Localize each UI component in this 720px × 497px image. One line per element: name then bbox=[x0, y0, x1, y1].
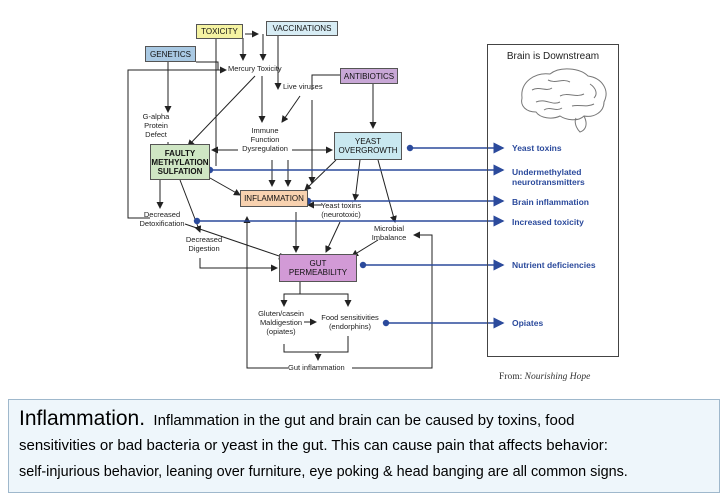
caption-box: Inflammation. Inflammation in the gut an… bbox=[8, 399, 720, 493]
credit-source: Nourishing Hope bbox=[524, 372, 591, 382]
source-credit: From: Nourishing Hope bbox=[499, 372, 590, 382]
effect-brain-inflammation: Brain inflammation bbox=[512, 197, 589, 207]
faulty-methylation-box: FAULTY METHYLATION SULFATION bbox=[150, 144, 210, 180]
mercury-toxicity-label: Mercury Toxicity bbox=[228, 64, 282, 73]
effect-nutrient-deficiencies: Nutrient deficiencies bbox=[512, 260, 596, 270]
yeast-overgrowth-box: YEAST OVERGROWTH bbox=[334, 132, 402, 160]
brain-icon bbox=[521, 68, 607, 133]
yeast-toxins-label: Yeast toxins (neurotoxic) bbox=[320, 201, 362, 219]
connector-lines bbox=[127, 30, 433, 369]
live-viruses-label: Live viruses bbox=[283, 82, 323, 91]
effect-undermethylated: Undermethylated neurotransmitters bbox=[512, 167, 585, 187]
immune-dysregulation-label: Immune Function Dysregulation bbox=[242, 126, 288, 153]
decreased-digestion-label: Decreased Digestion bbox=[185, 235, 223, 253]
food-sensitivities-label: Food sensitivities (endorphins) bbox=[321, 313, 379, 331]
effect-opiates: Opiates bbox=[512, 318, 544, 328]
caption-line-2: sensitivities or bad bacteria or yeast i… bbox=[19, 437, 608, 454]
gut-inflammation-label: Gut inflammation bbox=[288, 363, 345, 372]
caption-text-1: Inflammation in the gut and brain can be… bbox=[153, 412, 575, 429]
gut-permeability-box: GUT PERMEABILITY bbox=[279, 254, 357, 282]
g-alpha-label: G-alpha Protein Defect bbox=[142, 112, 170, 139]
inflammation-box: INFLAMMATION bbox=[240, 190, 308, 207]
genetics-box: GENETICS bbox=[145, 46, 196, 62]
effect-increased-toxicity: Increased toxicity bbox=[512, 217, 584, 227]
decreased-detox-label: Decreased Detoxification bbox=[139, 210, 185, 228]
toxicity-box: TOXICITY bbox=[196, 24, 243, 39]
effect-arrows bbox=[197, 142, 505, 329]
caption-title: Inflammation. bbox=[19, 407, 146, 430]
caption-line-1: Inflammation. Inflammation in the gut an… bbox=[19, 407, 709, 433]
antibiotics-box: ANTIBIOTICS bbox=[340, 68, 398, 84]
vaccinations-box: VACCINATIONS bbox=[266, 21, 338, 36]
brain-downstream-panel: Brain is Downstream bbox=[487, 44, 619, 357]
credit-prefix: From: bbox=[499, 372, 525, 382]
gluten-casein-label: Gluten/casein Maldigestion (opiates) bbox=[258, 309, 304, 336]
effect-yeast-toxins: Yeast toxins bbox=[512, 143, 562, 153]
microbial-imbalance-label: Microbial Imbalance bbox=[371, 224, 407, 242]
caption-line-3: self-injurious behavior, leaning over fu… bbox=[19, 464, 628, 480]
brain-panel-title: Brain is Downstream bbox=[506, 51, 600, 62]
